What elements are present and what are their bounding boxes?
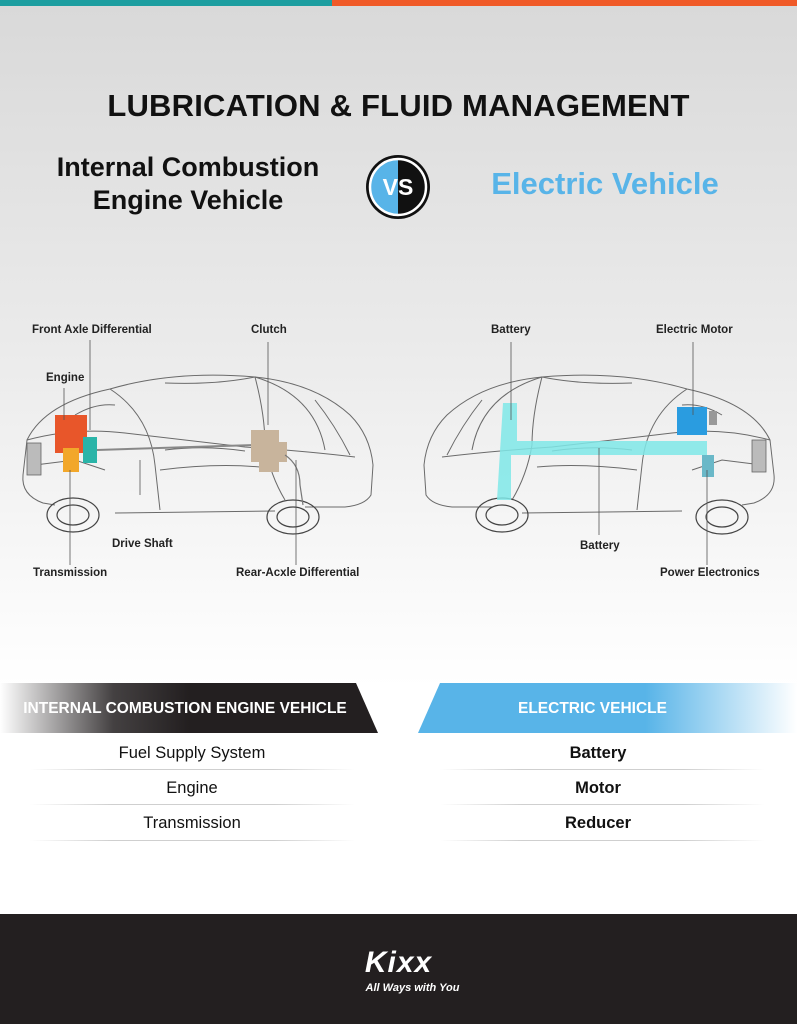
label-ev-electric-motor: Electric Motor	[656, 324, 733, 336]
ev-leader-lines	[510, 342, 708, 565]
ice-car-illustration	[22, 374, 374, 535]
ev-motor-block	[677, 407, 707, 435]
label-ev-battery-bottom: Battery	[580, 540, 620, 552]
ice-header-text: INTERNAL COMBUSTION ENGINE VEHICLE	[23, 699, 347, 717]
ev-heading: Electric Vehicle	[491, 166, 719, 201]
ice-vehicle-heading: Internal Combustion Engine Vehicle	[56, 152, 320, 215]
ev-row-battery: Battery	[569, 743, 627, 762]
top-accent-teal	[0, 0, 332, 6]
label-ev-battery-top: Battery	[491, 324, 531, 336]
ev-row-reducer: Reducer	[564, 813, 632, 832]
page-title: LUBRICATION & FLUID MANAGEMENT	[107, 88, 690, 123]
ev-row-divider	[440, 840, 765, 841]
kixx-tagline: All Ways with You	[365, 982, 460, 994]
label-front-axle: Front Axle Differential	[32, 324, 152, 336]
ev-header-shape	[418, 683, 797, 733]
top-accent-bar	[0, 0, 797, 6]
ev-table-header: ELECTRIC VEHICLE	[418, 683, 797, 733]
vs-label: VS	[383, 174, 414, 200]
label-transmission: Transmission	[33, 567, 108, 579]
ice-table-header: INTERNAL COMBUSTION ENGINE VEHICLE	[0, 683, 378, 733]
clutch-block	[251, 430, 287, 472]
label-drive-shaft: Drive Shaft	[112, 538, 173, 550]
ev-power-electronics-block	[702, 455, 714, 477]
ev-row-divider	[440, 769, 765, 770]
ev-battery-pack	[497, 403, 707, 500]
front-differential-block	[83, 437, 97, 463]
ice-header-shape	[0, 683, 378, 733]
ev-row-motor: Motor	[575, 778, 621, 797]
transmission-block	[63, 448, 79, 472]
top-accent-orange	[332, 0, 797, 6]
engine-block	[55, 415, 87, 453]
vs-badge: VS	[366, 155, 430, 219]
label-rear-axle: Rear-Acxle Differential	[236, 567, 360, 579]
kixx-logo: Kixx	[364, 946, 433, 979]
ev-header-text: ELECTRIC VEHICLE	[518, 699, 667, 717]
ice-row-divider	[30, 804, 355, 805]
label-clutch: Clutch	[251, 324, 287, 336]
ev-car-illustration	[423, 374, 775, 535]
ice-row-divider	[30, 840, 355, 841]
label-engine: Engine	[46, 372, 85, 384]
ice-row-transmission: Transmission	[143, 813, 241, 832]
ev-row-divider	[440, 804, 765, 805]
ice-row-fuel-supply: Fuel Supply System	[118, 743, 266, 762]
ice-row-divider	[30, 769, 355, 770]
footer: Kixx All Ways with You	[0, 914, 797, 1024]
ice-row-engine: Engine	[166, 778, 218, 797]
ice-leader-lines	[63, 340, 297, 565]
drive-shaft-line	[96, 444, 256, 451]
label-ev-power-electronics: Power Electronics	[660, 567, 760, 579]
